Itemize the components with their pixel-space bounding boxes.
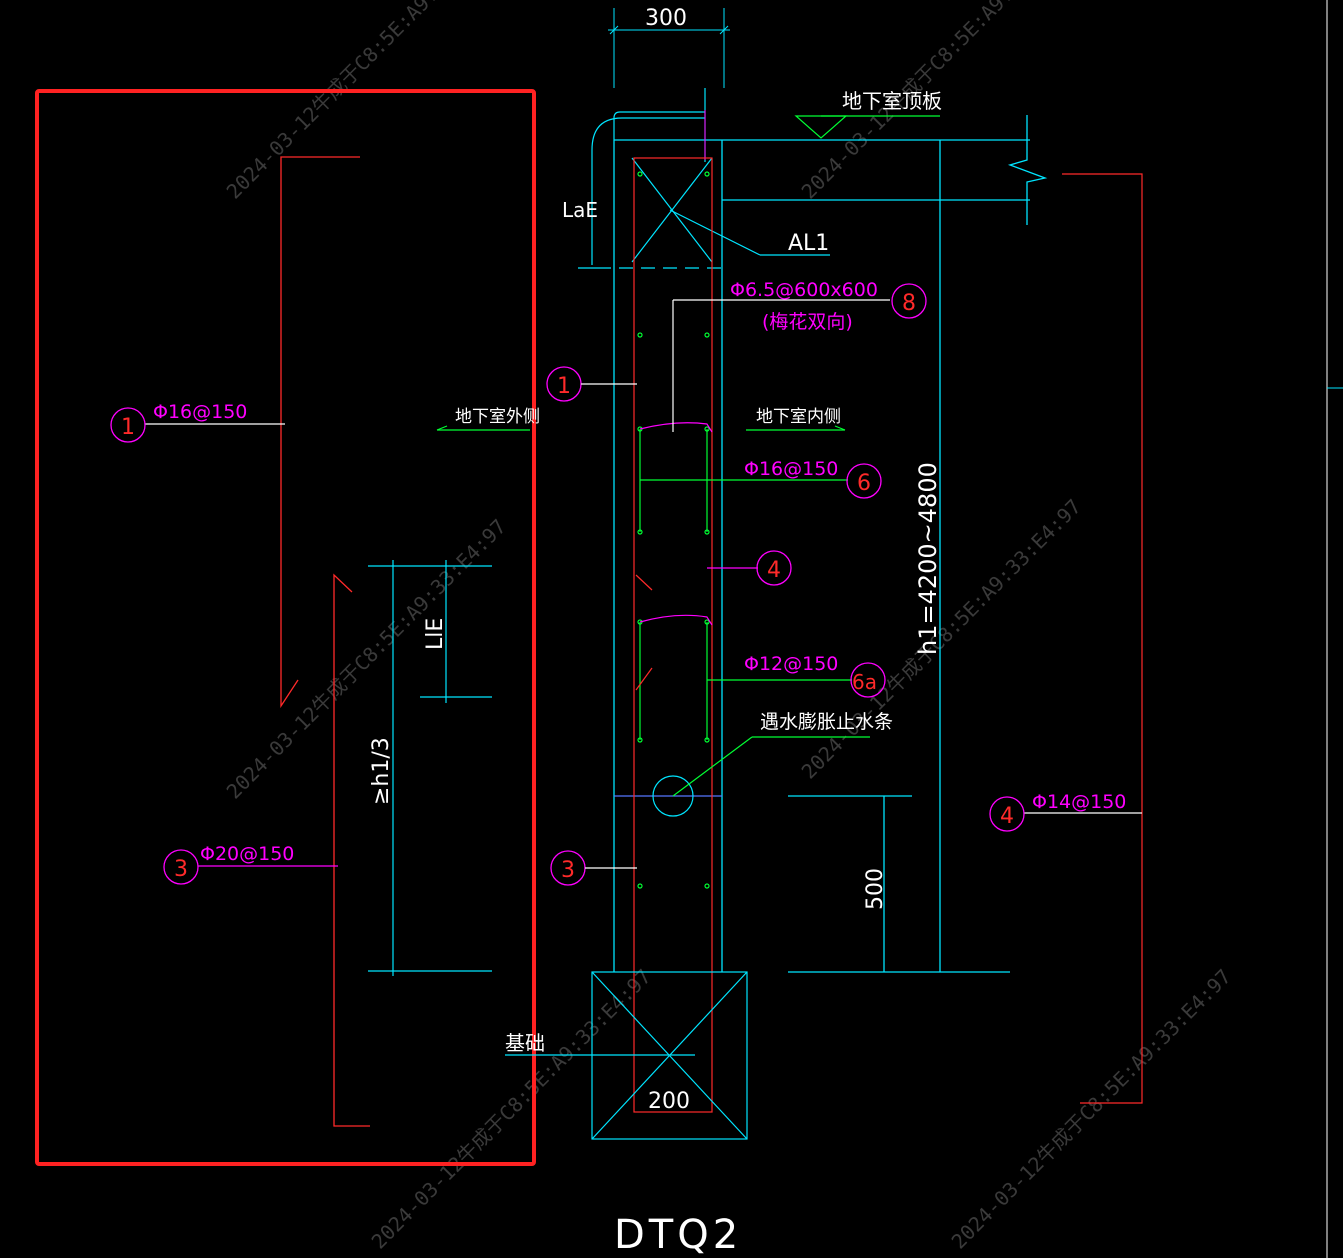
watermark-6: 2024-03-12牛成于C8:5E:A9:33:E4:97 bbox=[947, 964, 1236, 1253]
height-label: h1=4200~4800 bbox=[914, 462, 942, 655]
watermark-5: 2024-03-12牛成于C8:5E:A9:33:E4:97 bbox=[367, 964, 656, 1253]
highlight-box bbox=[35, 89, 536, 1166]
waterstop-leader bbox=[672, 736, 753, 797]
ties bbox=[635, 422, 713, 691]
tie-note: (梅花双向) bbox=[762, 311, 853, 333]
waterstop-symbol bbox=[652, 775, 694, 817]
tag-1-mid: 1 bbox=[557, 374, 571, 399]
foundation-block bbox=[505, 971, 748, 1140]
drawing-title: DTQ2 bbox=[614, 1212, 742, 1258]
tag-4-mid-circle bbox=[756, 550, 792, 586]
rebar-4-label: Φ14@150 bbox=[1032, 791, 1126, 813]
tag-8: 8 bbox=[902, 291, 916, 316]
tag-3-left: 3 bbox=[174, 857, 188, 882]
waterstop-label: 遇水膨胀止水条 bbox=[760, 711, 893, 733]
tag-1-left-circle bbox=[110, 407, 146, 443]
wall-outline bbox=[578, 115, 1048, 973]
left-rebar-3 bbox=[333, 573, 370, 1127]
watermark-1: 2024-03-12牛成于C8:5E:A9:33:E4:97 bbox=[222, 0, 511, 204]
lae-label: LaE bbox=[562, 198, 598, 222]
rebar-6a-label: Φ12@150 bbox=[744, 653, 838, 675]
dim-500-label: 500 bbox=[863, 868, 888, 910]
left-rebar-1-label: Φ16@150 bbox=[153, 401, 247, 423]
tie-spec: Φ6.5@600x600 bbox=[730, 279, 878, 301]
rebar-dots bbox=[637, 171, 710, 889]
foundation-label: 基础 bbox=[505, 1031, 545, 1055]
tag-4-mid: 4 bbox=[767, 558, 781, 583]
inside-arrow-head bbox=[834, 425, 846, 431]
dim-200-label: 200 bbox=[648, 1089, 690, 1114]
tag-3-left-circle bbox=[163, 849, 199, 885]
tag-6a: 6a bbox=[852, 670, 877, 694]
lae-hook bbox=[591, 88, 706, 265]
tag-6: 6 bbox=[857, 471, 871, 496]
tag-1-left: 1 bbox=[121, 415, 135, 440]
h1-third-label: ≥h1/3 bbox=[369, 737, 394, 805]
watermark-2: 2024-03-12牛成于C8:5E:A9:33:E4:97 bbox=[222, 514, 511, 803]
inner-bars bbox=[639, 429, 708, 740]
inside-label: 地下室内侧 bbox=[756, 407, 841, 427]
tag-3-mid: 3 bbox=[561, 858, 575, 883]
dim-300-label: 300 bbox=[645, 6, 687, 31]
watermark-group: 2024-03-12牛成于C8:5E:A9:33:E4:97 2024-03-1… bbox=[222, 0, 1236, 1254]
tag-6-circle bbox=[846, 463, 882, 499]
right-rebar-4 bbox=[1062, 173, 1143, 1104]
tag-6a-circle bbox=[850, 662, 886, 698]
left-rebar-1 bbox=[280, 156, 360, 709]
outside-label: 地下室外侧 bbox=[455, 407, 540, 427]
wall-rebar bbox=[633, 157, 713, 1113]
al1-label: AL1 bbox=[788, 231, 829, 256]
tie-leader bbox=[672, 299, 890, 432]
left-rebar-3-label: Φ20@150 bbox=[200, 843, 294, 865]
al1-beam bbox=[631, 157, 830, 263]
left-dimensions bbox=[368, 560, 492, 976]
rebar-6-label: Φ16@150 bbox=[744, 458, 838, 480]
dimension-300 bbox=[608, 8, 730, 88]
tag-4-right-circle bbox=[989, 796, 1025, 832]
tag-4-right: 4 bbox=[1000, 804, 1014, 829]
tag-8-circle bbox=[891, 283, 927, 319]
outside-arrow-head bbox=[436, 425, 448, 431]
lle-label: LlE bbox=[423, 618, 448, 650]
roof-marker bbox=[794, 115, 848, 139]
roof-label: 地下室顶板 bbox=[842, 89, 942, 113]
